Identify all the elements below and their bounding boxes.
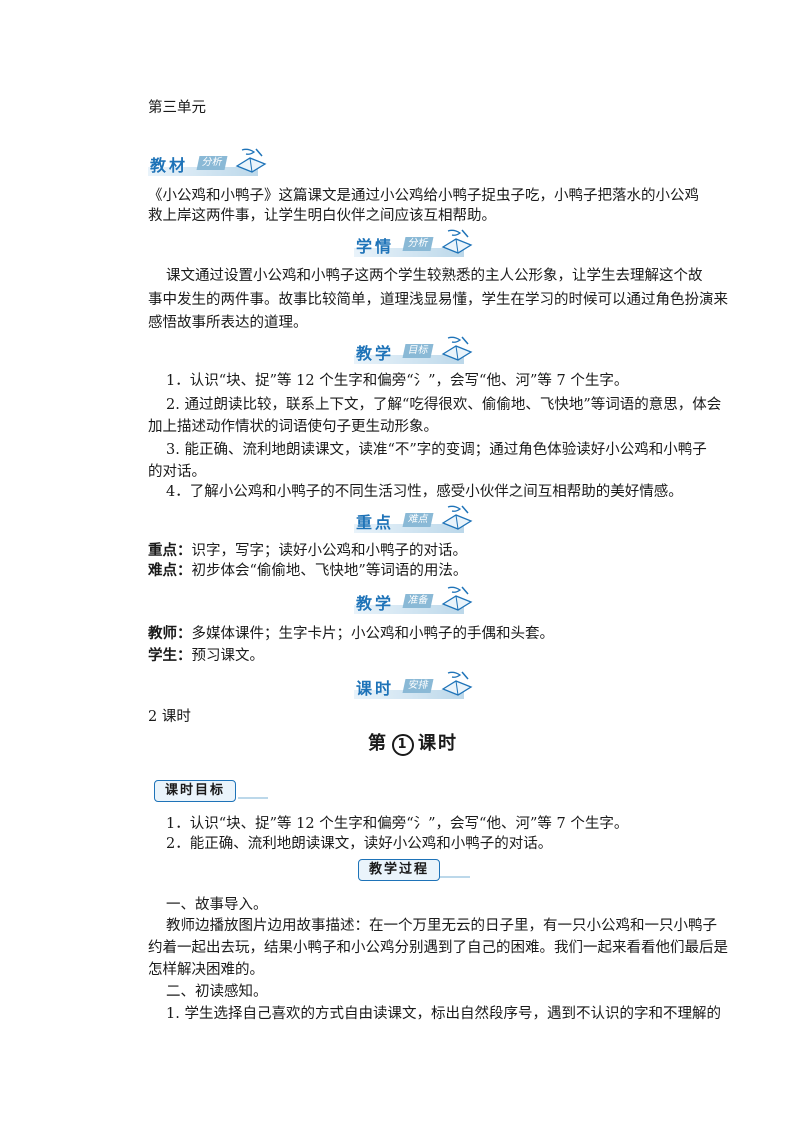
book-pen-icon: [235, 148, 267, 173]
unit-title: 第三单元: [148, 100, 206, 116]
prep-teacher-label: 教师：: [148, 625, 192, 642]
process-line-2: 教师边播放图片边用故事描述：在一个万里无云的日子里，有一只小公鸡和一只小鸭子: [166, 918, 717, 934]
section-header-prep: 教学 准备: [354, 586, 474, 614]
goal-line-2: 2. 通过朗读比较，联系上下文，了解“吃得很欢、偷偷地、飞快地”等词语的意思，体…: [166, 397, 722, 413]
section-header-keypoints: 重点 难点: [354, 505, 474, 533]
process-title: 教学过程: [358, 859, 441, 881]
section-header-sub: 分析: [402, 237, 434, 251]
book-pen-icon: [441, 505, 473, 530]
process-line-5: 二、初读感知。: [166, 984, 268, 1000]
process-line-3: 约着一起出去玩，结果小鸭子和小公鸡分别遇到了自己的困难。我们一起来看看他们最后是: [148, 940, 728, 956]
lesson-goal-line-2: 2．能正确、流利地朗读课文，读好小公鸡和小鸭子的对话。: [166, 836, 553, 852]
section-header-sub: 分析: [196, 156, 228, 170]
prep-teacher-text: 多媒体课件；生字卡片；小公鸡和小鸭子的手偶和头套。: [191, 626, 555, 642]
keypoint-label: 重点：: [148, 542, 192, 559]
difficulty-text: 初步体会“偷偷地、飞快地”等词语的用法。: [191, 563, 468, 579]
book-pen-icon: [441, 586, 473, 611]
student-line-3: 感悟故事所表达的道理。: [148, 315, 308, 331]
goal-line-4: 3. 能正确、流利地朗读课文，读准“不”字的变调；通过角色体验读好小公鸡和小鸭子: [166, 442, 707, 458]
prep-student-text: 预习课文。: [191, 648, 265, 664]
lesson-suffix: 课时: [418, 733, 458, 754]
prep-student-label: 学生：: [148, 647, 192, 664]
book-pen-icon: [441, 229, 473, 254]
section-header-sub: 目标: [402, 344, 434, 358]
difficulty-row: 难点：初步体会“偷偷地、飞快地”等词语的用法。: [148, 561, 467, 581]
prep-student-row: 学生：预习课文。: [148, 646, 264, 666]
section-header-main: 教学: [356, 344, 395, 363]
section-header-sub: 准备: [402, 594, 434, 608]
section-header-sub: 安排: [402, 679, 434, 693]
material-line-2: 救上岸这两件事，让学生明白伙伴之间应该互相帮助。: [148, 208, 496, 224]
section-header-sub: 难点: [402, 513, 434, 527]
goal-line-5: 的对话。: [148, 464, 206, 480]
process-line-4: 怎样解决困难的。: [148, 962, 264, 978]
student-line-2: 事中发生的两件事。故事比较简单，道理浅显易懂，学生在学习的时候可以通过角色扮演来: [148, 292, 728, 308]
book-pen-icon: [441, 336, 473, 361]
lesson-goals-underline: [238, 797, 268, 799]
section-header-student: 学情 分析: [354, 229, 474, 257]
section-header-goals: 教学 目标: [354, 336, 474, 364]
lesson-prefix: 第: [368, 733, 388, 754]
keypoint-row: 重点：识字，写字；读好小公鸡和小鸭子的对话。: [148, 541, 467, 561]
difficulty-label: 难点：: [148, 562, 192, 579]
prep-teacher-row: 教师：多媒体课件；生字卡片；小公鸡和小鸭子的手偶和头套。: [148, 624, 554, 644]
lesson-number: 1: [392, 734, 414, 756]
lesson-goals-title: 课时目标: [154, 780, 237, 802]
section-header-main: 教材: [150, 156, 189, 175]
process-underline: [440, 876, 470, 878]
section-header-main: 重点: [356, 513, 395, 532]
student-line-1: 课文通过设置小公鸡和小鸭子这两个学生较熟悉的主人公形象，让学生去理解这个故: [166, 268, 703, 284]
material-line-1: 《小公鸡和小鸭子》这篇课文是通过小公鸡给小鸭子捉虫子吃，小鸭子把落水的小公鸡: [148, 188, 699, 204]
process-line-6: 1. 学生选择自己喜欢的方式自由读课文，标出自然段序号，遇到不认识的字和不理解的: [166, 1006, 721, 1022]
goal-line-1: 1．认识“块、捉”等 12 个生字和偏旁“氵”，会写“他、河”等 7 个生字。: [166, 373, 629, 389]
section-header-main: 教学: [356, 594, 395, 613]
lesson-goal-line-1: 1．认识“块、捉”等 12 个生字和偏旁“氵”，会写“他、河”等 7 个生字。: [166, 816, 629, 832]
section-header-schedule: 课时 安排: [354, 671, 474, 699]
keypoint-text: 识字，写字；读好小公鸡和小鸭子的对话。: [191, 543, 468, 559]
section-header-main: 课时: [356, 679, 395, 698]
goal-line-6: 4．了解小公鸡和小鸭子的不同生活习性，感受小伙伴之间互相帮助的美好情感。: [166, 484, 683, 500]
book-pen-icon: [441, 671, 473, 696]
process-line-1: 一、故事导入。: [166, 897, 268, 913]
section-header-main: 学情: [356, 237, 395, 256]
goal-line-3: 加上描述动作情状的词语使句子更生动形象。: [148, 419, 438, 435]
section-header-material: 教材 分析: [148, 148, 268, 176]
schedule-text: 2 课时: [148, 709, 191, 725]
